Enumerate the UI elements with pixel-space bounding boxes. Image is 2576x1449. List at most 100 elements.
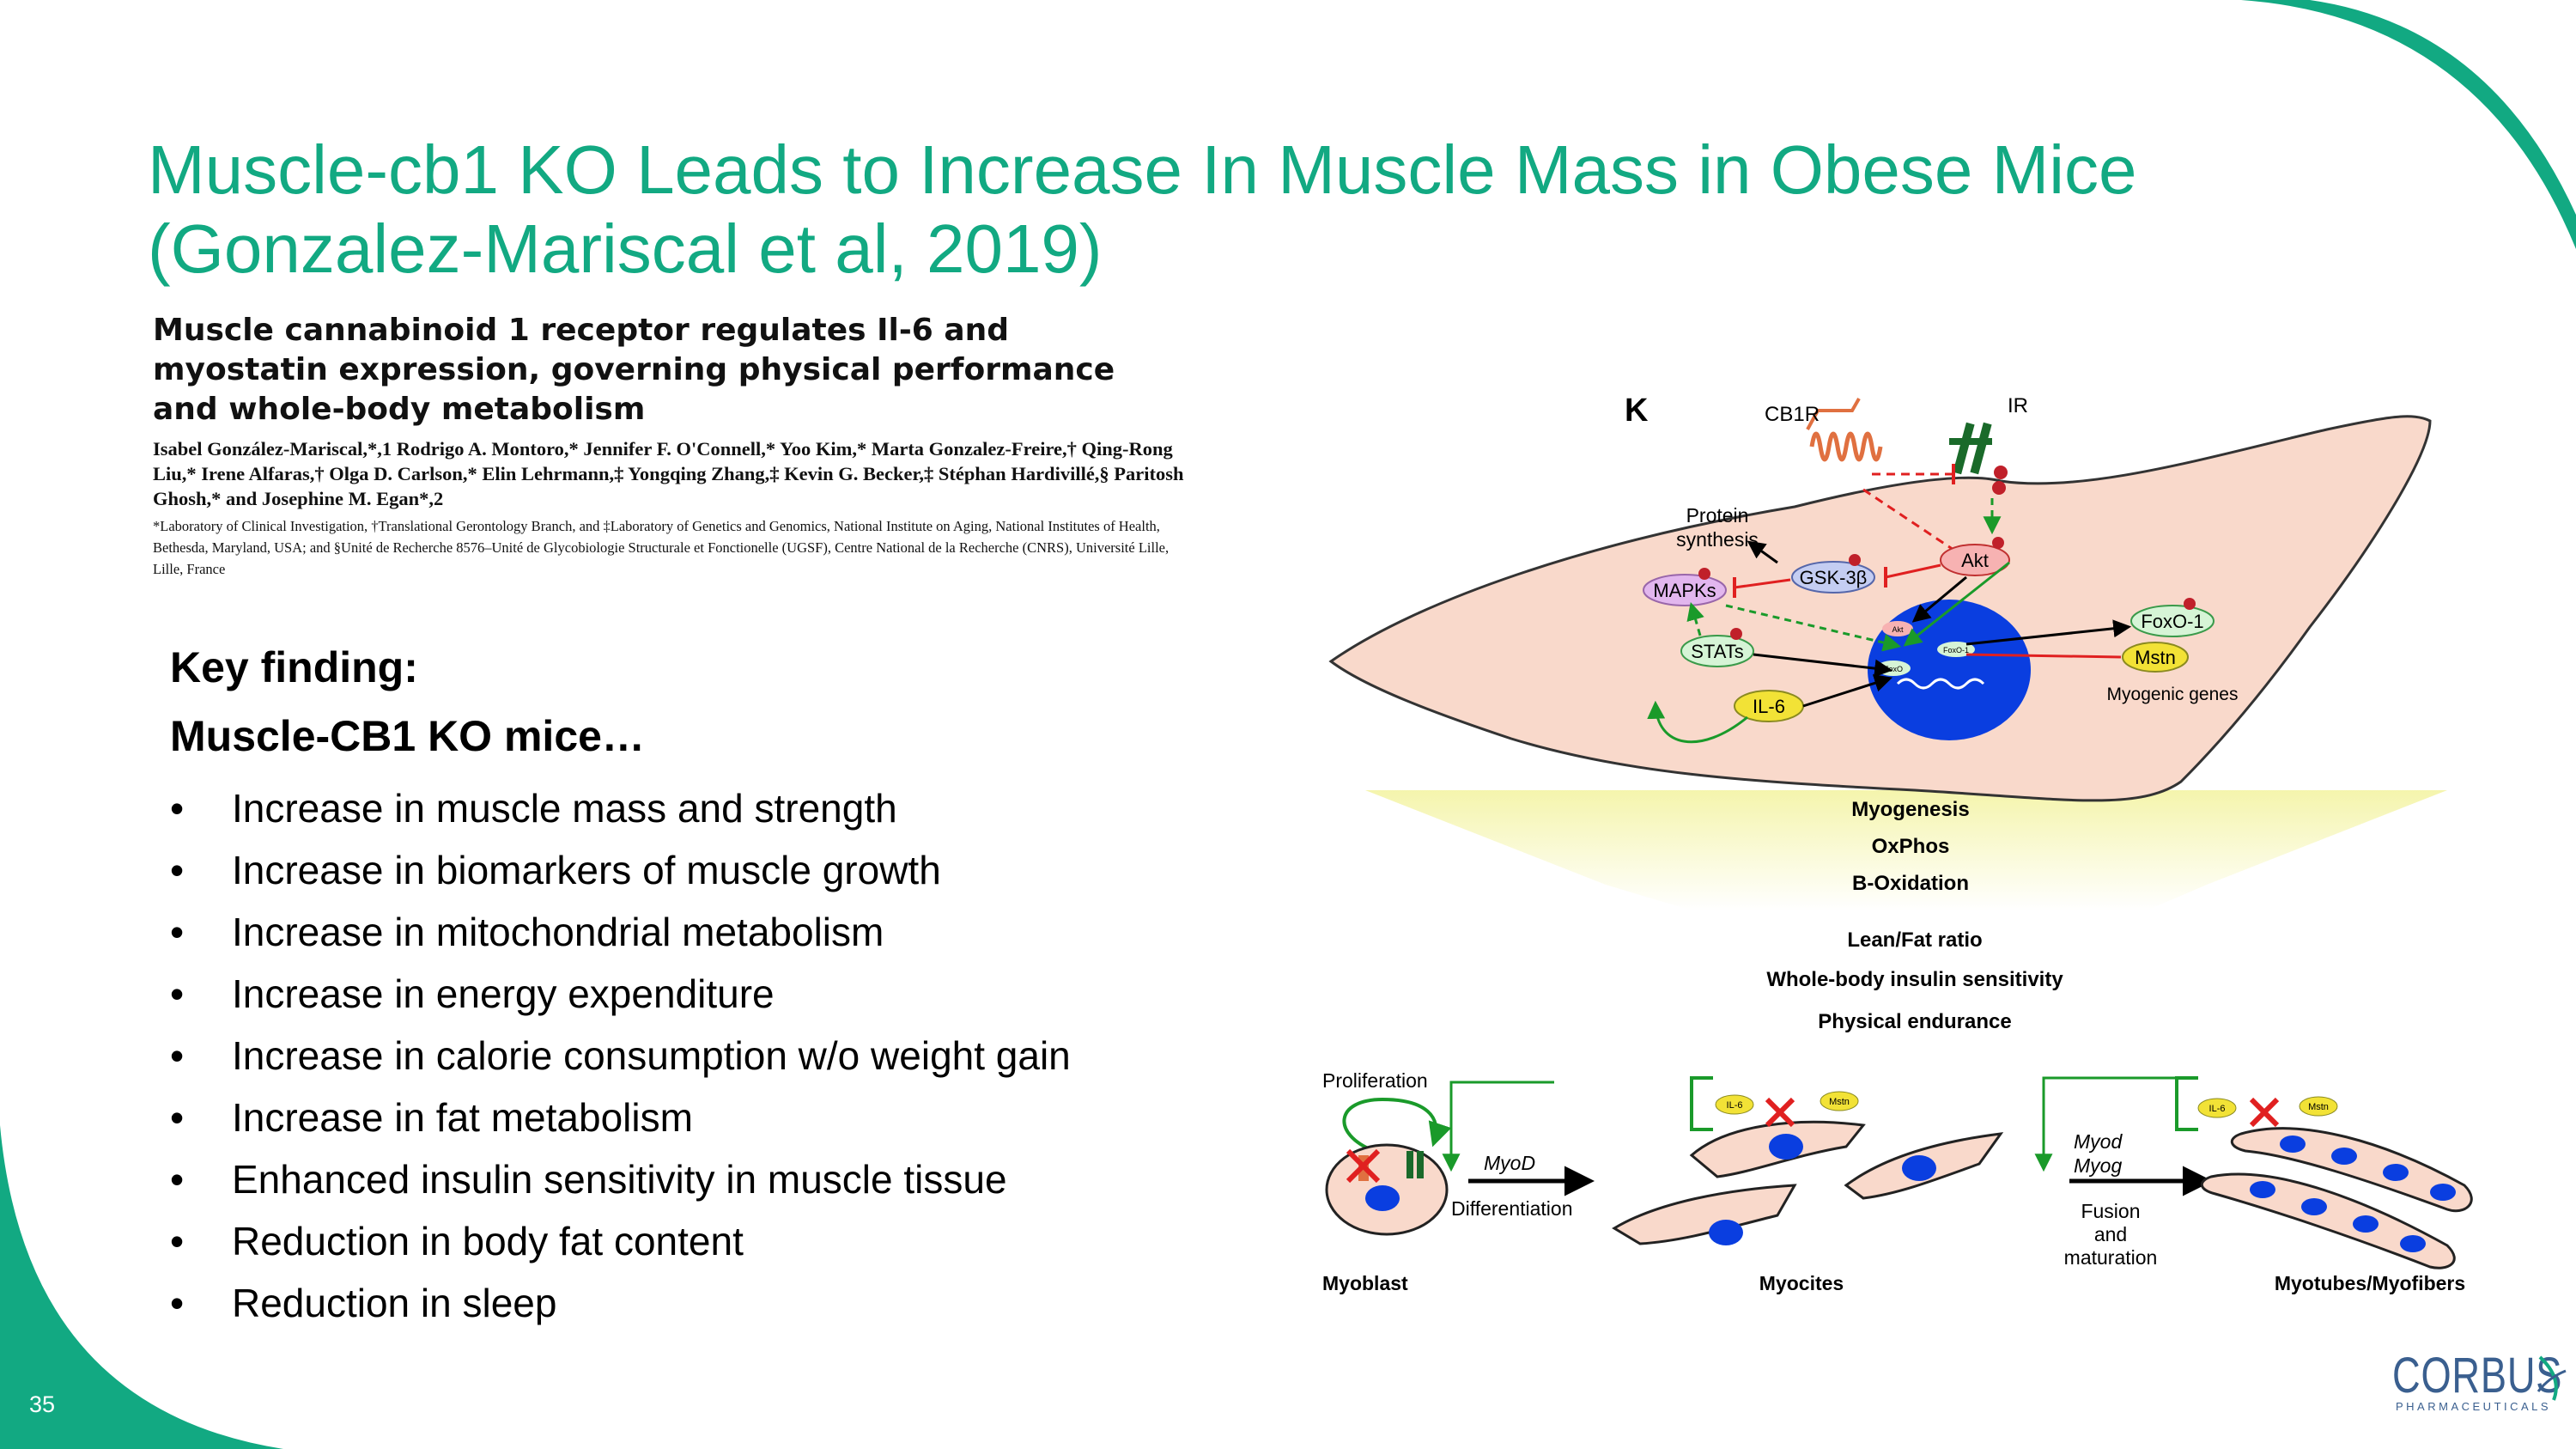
finding-item: • Increase in muscle mass and strength: [170, 777, 1071, 839]
ir-label: IR: [2008, 394, 2028, 417]
svg-text:FoxO-1: FoxO-1: [1943, 646, 1969, 654]
foxo1-node: FoxO-1: [2130, 598, 2215, 637]
svg-text:IL-6: IL-6: [1727, 1100, 1743, 1111]
finding-item: • Increase in mitochondrial metabolism: [170, 901, 1071, 963]
differentiation-label: Differentiation: [1451, 1197, 1573, 1220]
svg-text:MyoD: MyoD: [1484, 1152, 1535, 1174]
finding-text: Increase in calorie consumption w/o weig…: [232, 1033, 1071, 1078]
ko-mice-subheading: Muscle-CB1 KO mice…: [170, 712, 645, 760]
key-finding-heading: Key finding:: [170, 643, 418, 691]
svg-text:GSK-3β: GSK-3β: [1800, 567, 1868, 588]
paper-title: Muscle cannabinoid 1 receptor regulates …: [153, 313, 1115, 427]
paper-affiliations: *Laboratory of Clinical Investigation, †…: [153, 518, 1170, 577]
slide-title: Muscle-cb1 KO Leads to Increase In Muscl…: [148, 131, 2137, 287]
finding-text: Enhanced insulin sensitivity in muscle t…: [232, 1157, 1007, 1202]
finding-item: • Increase in calorie consumption w/o wei…: [170, 1025, 1071, 1087]
finding-text: Increase in fat metabolism: [232, 1095, 693, 1140]
myogenic-genes-label: Myogenic genes: [2107, 685, 2239, 704]
myoblast-cell: [1325, 1143, 1449, 1236]
gsk3-node: GSK-3β: [1791, 554, 1875, 594]
panel-label: K: [1625, 393, 1649, 429]
svg-text:Mstn: Mstn: [2308, 1102, 2329, 1112]
muscle-cell: [1328, 415, 2432, 802]
finding-text: Increase in mitochondrial metabolism: [232, 910, 884, 954]
top-right-arc: [2250, 0, 2576, 232]
stats-node: STATs: [1680, 628, 1754, 667]
paper-authors: Isabel González-Mariscal,*,1 Rodrigo A. …: [153, 438, 1184, 509]
page-number: 35: [29, 1391, 56, 1417]
bullet-icon: •: [170, 910, 185, 954]
outcomes-bottom: Lean/Fat ratio Whole-body insulin sensit…: [1766, 928, 2063, 1033]
bracket-myotubes: [2175, 1076, 2198, 1131]
finding-item: • Enhanced insulin sensitivity in muscle …: [170, 1148, 1071, 1210]
svg-text:Akt: Akt: [1892, 625, 1904, 634]
svg-text:Mstn: Mstn: [1829, 1097, 1850, 1107]
finding-item: • Increase in energy expenditure: [170, 963, 1071, 1025]
bracket-myocytes: [1690, 1076, 1713, 1131]
myocites-label: Myocites: [1759, 1272, 1844, 1294]
mstn-node: Mstn: [2122, 642, 2189, 673]
bullet-icon: •: [170, 1095, 185, 1140]
svg-text:Akt: Akt: [1961, 550, 1989, 571]
svg-text:Myogenesis: Myogenesis: [1851, 798, 1969, 821]
finding-text: Increase in energy expenditure: [232, 971, 775, 1016]
il6-node: IL-6: [1734, 690, 1804, 722]
outcomes-top: Myogenesis OxPhos Β-Oxidation: [1851, 798, 1969, 895]
svg-text:Mstn: Mstn: [2135, 647, 2176, 668]
mapks-node: MAPKs: [1643, 568, 1727, 606]
svg-text:FoxO: FoxO: [1884, 665, 1903, 673]
akt-node: Akt: [1940, 537, 2010, 576]
svg-text:FoxO-1: FoxO-1: [2141, 611, 2203, 632]
svg-text:Lean/Fat ratio: Lean/Fat ratio: [1847, 928, 1982, 952]
finding-item: • Reduction in body fat content: [170, 1210, 1071, 1272]
logo-tagline: PHARMACEUTICALS: [2396, 1400, 2552, 1413]
svg-text:Myog: Myog: [2074, 1154, 2122, 1177]
bullet-icon: •: [170, 1033, 185, 1078]
ir-receptor: IR: [1949, 394, 2028, 495]
corbus-logo: CORBUS PHARMACEUTICALS: [2392, 1347, 2567, 1424]
svg-text:IL-6: IL-6: [2209, 1104, 2226, 1114]
outcome-funnel: [1365, 790, 2447, 910]
cb1r-label: CB1R: [1765, 403, 1820, 426]
svg-text:Physical endurance: Physical endurance: [1818, 1010, 2011, 1033]
svg-text:OxPhos: OxPhos: [1872, 835, 1950, 858]
finding-item: •Increase in biomarkers of muscle growth: [170, 839, 1071, 901]
cb1r-akt-inhibit: [1862, 488, 1954, 551]
svg-text:Whole-body insulin sensitivity: Whole-body insulin sensitivity: [1766, 968, 2063, 991]
svg-text:IL-6: IL-6: [1753, 696, 1785, 717]
finding-text: Reduction in body fat content: [232, 1219, 744, 1263]
svg-text:Β-Oxidation: Β-Oxidation: [1852, 872, 1969, 895]
proliferation-label: Proliferation: [1322, 1069, 1428, 1092]
myoblast-label: Myoblast: [1322, 1272, 1408, 1294]
finding-item: • Increase in fat metabolism: [170, 1087, 1071, 1148]
svg-text:Myod: Myod: [2074, 1130, 2123, 1153]
findings-list: •Increase in muscle mass and strength •I…: [170, 777, 1071, 1334]
nucleus: Akt FoxO FoxO-1: [1868, 600, 2031, 740]
finding-item: • Reduction in sleep: [170, 1272, 1071, 1334]
myocyte-cell: [1612, 1184, 1797, 1245]
bullet-icon: •: [170, 1157, 185, 1202]
bullet-icon: •: [170, 786, 185, 831]
il6-feedback-arrow: [1647, 700, 1748, 744]
bullet-icon: •: [170, 1219, 185, 1263]
svg-text:MAPKs: MAPKs: [1653, 580, 1716, 601]
logo-wordmark: CORBUS: [2392, 1348, 2563, 1403]
svg-text:STATs: STATs: [1691, 641, 1744, 662]
top-right-arc-band: [2241, 0, 2576, 249]
bullet-icon: •: [170, 971, 185, 1016]
logo-swoosh-icon: [2537, 1355, 2567, 1401]
finding-text: Reduction in sleep: [232, 1281, 557, 1325]
myotube-fiber: [2230, 1127, 2473, 1213]
finding-text: Increase in biomarkers of muscle growth: [232, 848, 941, 892]
bullet-icon: •: [170, 1281, 185, 1325]
myocyte-cell: [1689, 1097, 1866, 1178]
myotube-fiber: [2200, 1172, 2456, 1269]
myotubes-label: Myotubes/Myofibers: [2275, 1272, 2465, 1294]
proliferation-loop: [1342, 1097, 1452, 1153]
finding-text: Increase in muscle mass and strength: [232, 786, 897, 831]
bottom-left-arc: [0, 1125, 283, 1449]
